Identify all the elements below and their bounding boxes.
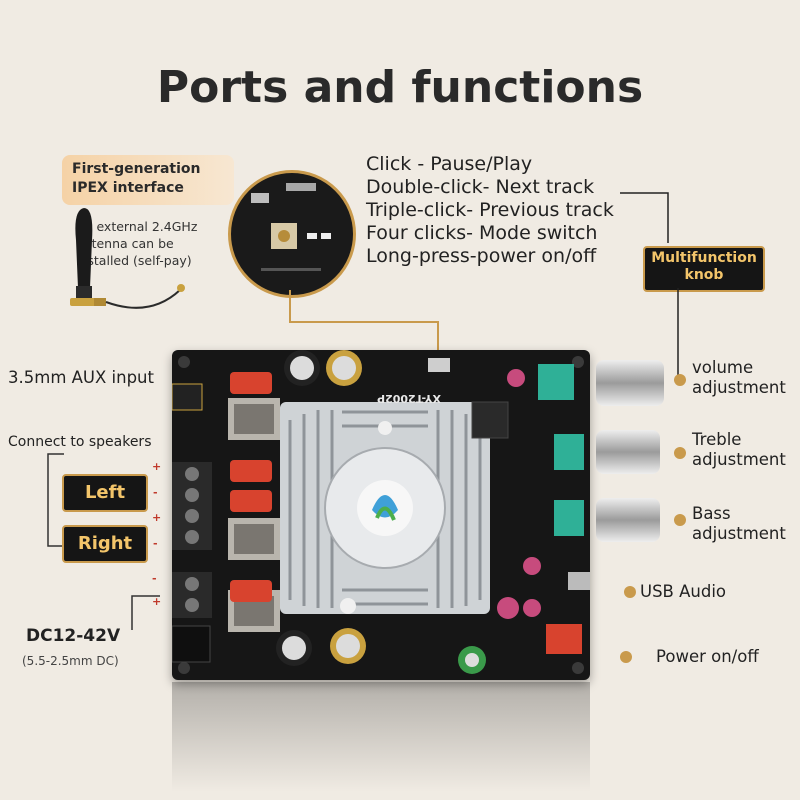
treble-marker-dot [674,447,686,459]
usb-marker-dot [624,586,636,598]
usb-audio-label: USB Audio [640,582,727,601]
amplifier-board: XY-T2002P [171,350,590,680]
dc-minus-sign: - [152,572,157,585]
ipex-note: An external 2.4GHz antenna can be instal… [76,218,197,269]
page-title: Ports and functions [156,62,644,113]
knob-function-long-press: Long-press-power on/off [366,245,597,267]
volume-marker-dot [674,374,686,386]
dc-voltage-label: DC12-42V [26,626,121,646]
treble-label-line2: adjustment [692,450,786,469]
ipex-note-line3: installed (self-pay) [76,253,192,268]
knob-list-connector [620,192,669,243]
knob-function-triple-click: Triple-click- Previous track [366,199,614,221]
dc-plus-sign: + [152,595,162,608]
connect-speakers-label: Connect to speakers [8,434,152,450]
treble-knob[interactable] [596,430,660,474]
volume-knob[interactable] [596,360,664,406]
right-plus-sign: + [152,511,162,524]
bass-label: Bass adjustment [692,504,786,544]
multifunction-line1: Multifunction [651,250,757,266]
right-minus-sign: - [153,537,158,550]
ipex-zoom-inset [228,170,356,298]
volume-label: volume adjustment [692,358,786,398]
board-reflection [172,682,590,792]
multifunction-knob-badge: Multifunction knob [643,246,765,292]
multifunction-leader [677,288,679,376]
left-plus-sign: + [152,460,162,473]
aux-input-label: 3.5mm AUX input [8,368,154,387]
right-speaker-badge: Right [62,525,148,563]
bass-label-line2: adjustment [692,524,786,543]
board-model-label: XY-T2002P [377,392,441,405]
ipex-heading-line1: First-generation [72,161,201,177]
bass-label-line1: Bass [692,504,731,523]
ipex-heading-badge: First-generation IPEX interface [62,155,234,205]
dc-bracket [131,595,160,630]
knob-function-list: Click - Pause/Play Double-click- Next tr… [366,153,614,268]
treble-label: Treble adjustment [692,430,786,470]
knob-function-click: Click - Pause/Play [366,153,533,175]
volume-label-line2: adjustment [692,378,786,397]
ipex-leader-line [289,290,439,376]
antenna-illustration [70,208,185,309]
ipex-note-line2: antenna can be [76,236,174,251]
ipex-heading-line2: IPEX interface [72,180,184,196]
speaker-bracket [47,453,64,547]
knob-function-four-clicks: Four clicks- Mode switch [366,222,598,244]
volume-label-line1: volume [692,358,754,377]
bass-knob[interactable] [596,498,660,542]
left-minus-sign: - [153,486,158,499]
knob-function-double-click: Double-click- Next track [366,176,595,198]
treble-label-line1: Treble [692,430,742,449]
multifunction-line2: knob [684,267,724,283]
bass-marker-dot [674,514,686,526]
ipex-note-line1: An external 2.4GHz [76,219,198,234]
power-switch-label: Power on/off [656,647,759,666]
left-speaker-badge: Left [62,474,148,512]
power-marker-dot [620,651,632,663]
dc-jack-size-label: (5.5-2.5mm DC) [22,654,119,668]
